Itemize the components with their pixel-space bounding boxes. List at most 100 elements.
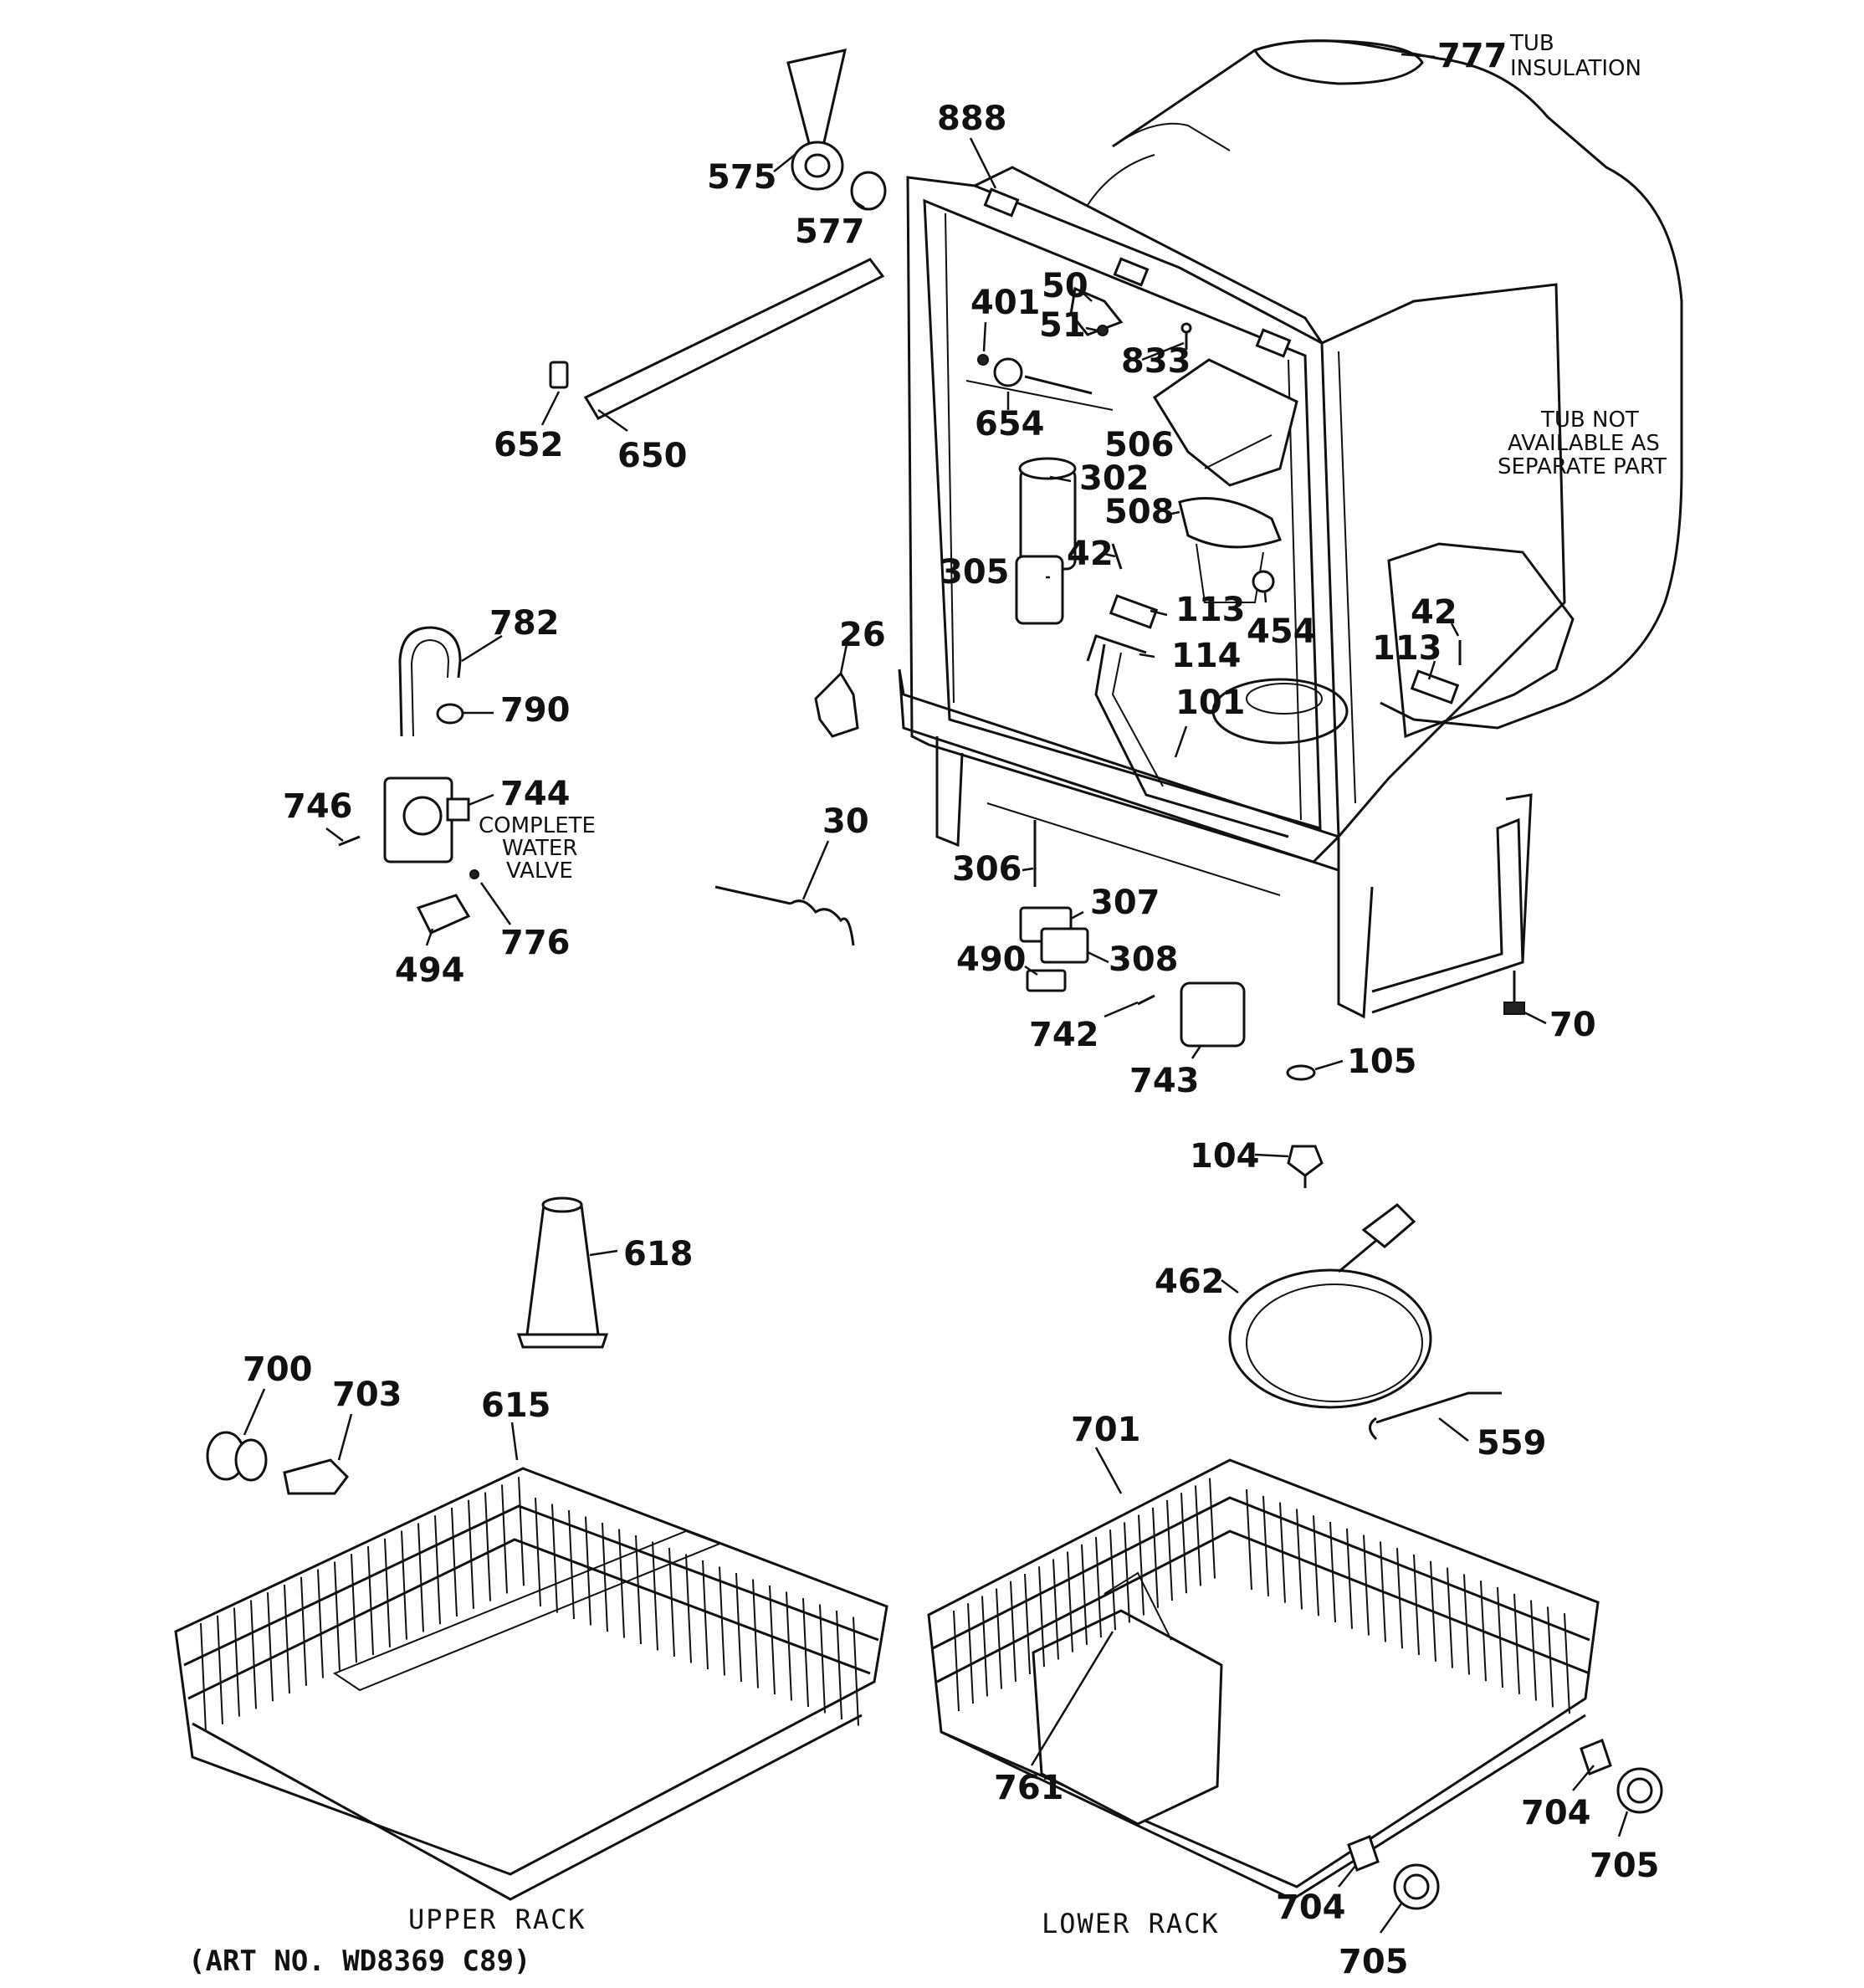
part-label-652: 652 [494, 426, 564, 464]
rack-wire [996, 1588, 1002, 1689]
part-label-559: 559 [1477, 1424, 1547, 1463]
rack-wire [468, 1499, 474, 1609]
rack-wire [1396, 1548, 1403, 1649]
part-label-744: 744 [500, 775, 571, 813]
rack-wire [1180, 1493, 1187, 1594]
rack-wire [652, 1541, 658, 1651]
rack-wire [967, 1603, 974, 1704]
rack-wire [668, 1547, 675, 1658]
rack-wire [1380, 1541, 1386, 1642]
rack-wire [1497, 1586, 1503, 1688]
part-label-704: 704 [1521, 1794, 1591, 1832]
part-label-308: 308 [1109, 940, 1179, 979]
rack-wire [1547, 1606, 1554, 1708]
part-label-306: 306 [952, 850, 1022, 889]
rack-wire [769, 1585, 776, 1695]
rack-wire [1430, 1560, 1436, 1662]
rack-wire [1363, 1535, 1370, 1636]
part-label-790: 790 [500, 691, 571, 730]
part-label-743: 743 [1129, 1062, 1200, 1100]
rack-wire [401, 1530, 407, 1640]
rack-wire [1346, 1528, 1353, 1629]
rack-wire [981, 1596, 988, 1697]
rack-wire [853, 1617, 859, 1726]
rack-wire [568, 1509, 575, 1620]
rack-wire [1152, 1507, 1159, 1608]
note-water-valve-line2: WATER [502, 836, 577, 861]
part-label-888: 888 [937, 100, 1007, 138]
part-label-705: 705 [1590, 1847, 1660, 1885]
rack-wire [233, 1607, 240, 1717]
part-label-307: 307 [1090, 884, 1160, 922]
part-label-51: 51 [1039, 306, 1086, 345]
part-label-114: 114 [1171, 637, 1242, 675]
upper-rack-label: UPPER RACK [408, 1903, 586, 1935]
note-tub-not-available-line2: AVAILABLE AS [1508, 431, 1660, 456]
rack-wire [367, 1545, 374, 1656]
part-label-506: 506 [1104, 426, 1175, 464]
rack-wire [250, 1600, 257, 1709]
rack-wire [1109, 1529, 1116, 1631]
part-label-113-right: 113 [1372, 629, 1442, 668]
rack-wire [1413, 1554, 1420, 1656]
note-tub-insulation-line2: INSULATION [1510, 56, 1641, 81]
rack-wire [1038, 1566, 1045, 1668]
part-label-104: 104 [1190, 1137, 1260, 1176]
rack-wire [1564, 1613, 1570, 1714]
rack-wire [200, 1622, 207, 1733]
part-label-575: 575 [707, 158, 777, 197]
part-label-782: 782 [489, 604, 560, 643]
rack-wire [501, 1484, 508, 1594]
rack-wire [417, 1523, 424, 1632]
part-label-833: 833 [1121, 342, 1191, 381]
leader-lines [243, 53, 1629, 1934]
part-label-302: 302 [1079, 459, 1150, 498]
part-label-777: 777 [1437, 37, 1508, 75]
part-label-26: 26 [839, 616, 886, 654]
part-label-654: 654 [975, 405, 1045, 443]
part-label-101: 101 [1175, 684, 1246, 722]
rack-wire [551, 1504, 558, 1613]
rack-wire [1463, 1574, 1470, 1675]
rack-wire [384, 1538, 391, 1647]
rack-wire [1262, 1495, 1269, 1596]
art-number: (ART NO. WD8369 C89) [188, 1944, 530, 1978]
tub-assembly [898, 39, 1683, 1019]
rack-wire [802, 1597, 809, 1708]
rack-wire [1067, 1551, 1073, 1652]
rack-wire [1124, 1522, 1130, 1623]
rack-wire [1313, 1515, 1319, 1617]
part-label-703: 703 [332, 1376, 402, 1414]
rack-wire [585, 1516, 591, 1626]
rack-wire [518, 1477, 525, 1586]
part-label-490: 490 [956, 940, 1027, 979]
part-label-701: 701 [1071, 1411, 1141, 1449]
rack-wire [284, 1584, 290, 1694]
rack-wire [317, 1569, 324, 1678]
part-575-shape [786, 49, 847, 148]
rack-wire [1209, 1478, 1216, 1579]
rack-wire [702, 1560, 709, 1670]
rack-wire [752, 1579, 759, 1688]
part-labels: 777 888 575 577 50 401 51 833 652 650 65… [243, 37, 1660, 1981]
note-water-valve-line3: VALVE [506, 858, 573, 884]
notes: TUB INSULATION TUB NOT AVAILABLE AS SEPA… [479, 31, 1667, 884]
rack-wire [602, 1522, 608, 1632]
part-label-761: 761 [994, 1769, 1064, 1807]
rack-wire [1195, 1485, 1201, 1586]
part-label-401: 401 [970, 284, 1041, 322]
part-label-746: 746 [283, 787, 353, 826]
rack-wire [1513, 1593, 1520, 1694]
rack-wire [1296, 1509, 1303, 1610]
rack-wire [1052, 1559, 1059, 1660]
rack-wire [635, 1535, 642, 1645]
rack-wire [1010, 1581, 1016, 1682]
rack-wire [1480, 1581, 1487, 1682]
rack-wire [1447, 1567, 1453, 1668]
part-label-42-right: 42 [1411, 593, 1457, 632]
rack-wire [953, 1610, 960, 1712]
part-label-70: 70 [1549, 1006, 1596, 1044]
rack-wire [1166, 1499, 1173, 1601]
part-label-650: 650 [617, 437, 688, 475]
